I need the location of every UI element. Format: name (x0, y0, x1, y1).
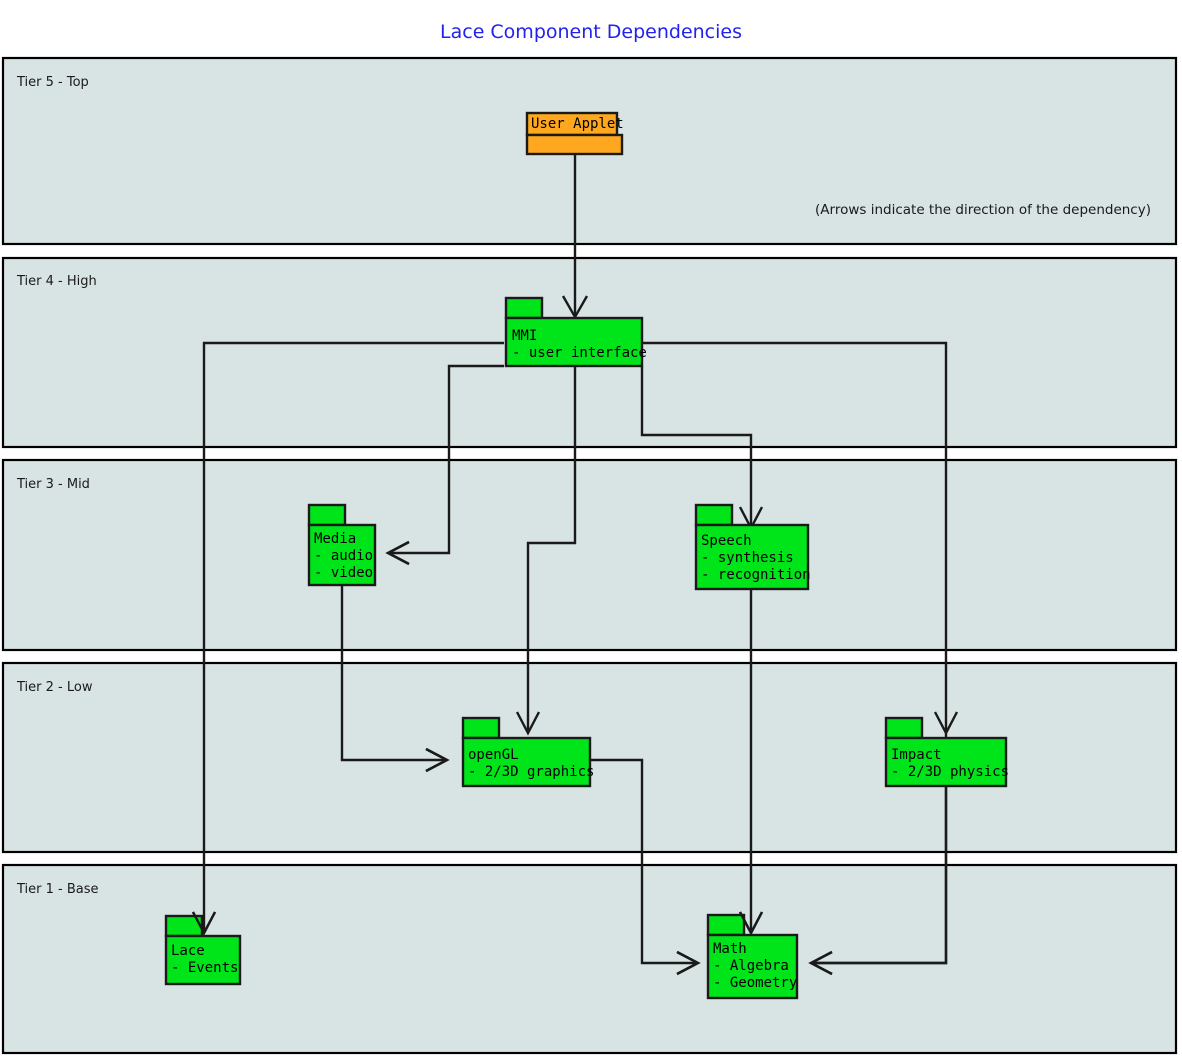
connector-mmi-to-opengl (515, 366, 577, 736)
tier-label-tier3: Tier 3 - Mid (16, 477, 90, 492)
package-name-math: Math (713, 941, 747, 957)
package-detail-math-1: - Geometry (713, 975, 797, 991)
package-name-mmi: MMI (512, 328, 537, 344)
arrowheads-overlay (191, 540, 833, 976)
package-detail-speech-1: - recognition (701, 567, 811, 583)
tier-label-tier1: Tier 1 - Base (16, 882, 99, 897)
package-detail-lace-0: - Events (171, 960, 238, 976)
package-detail-math-0: - Algebra (713, 958, 789, 974)
package-mmi[interactable]: MMI - user interface (504, 296, 647, 368)
package-name-impact: Impact (891, 747, 942, 763)
package-speech[interactable]: Speech - synthesis - recognition (694, 503, 811, 591)
package-detail-speech-0: - synthesis (701, 550, 794, 566)
package-math[interactable]: Math - Algebra - Geometry (706, 913, 799, 1000)
package-media[interactable]: Media - audio - video (307, 503, 377, 587)
package-name-opengl: openGL (468, 747, 519, 763)
package-detail-media-0: - audio (314, 548, 373, 564)
package-detail-impact-0: - 2/3D physics (891, 764, 1009, 780)
arrow-direction-note: (Arrows indicate the direction of the de… (815, 202, 1151, 218)
package-impact[interactable]: Impact - 2/3D physics (884, 716, 1009, 788)
tier-label-tier4: Tier 4 - High (16, 274, 97, 289)
package-detail-opengl-0: - 2/3D graphics (468, 764, 594, 780)
page-title: Lace Component Dependencies (440, 21, 742, 43)
package-user-applet[interactable]: User Applet (525, 111, 624, 156)
package-opengl[interactable]: openGL - 2/3D graphics (461, 716, 594, 788)
connector-impact-to-math (812, 786, 948, 965)
tier-label-tier5: Tier 5 - Top (16, 75, 89, 90)
package-name-speech: Speech (701, 533, 752, 549)
package-name-user-applet: User Applet (531, 116, 624, 132)
connector-mmi-to-impact (933, 711, 959, 736)
package-detail-mmi-0: - user interface (512, 345, 647, 361)
tier-label-tier2: Tier 2 - Low (16, 680, 93, 695)
tier-band-tier3: Tier 3 - Mid (1, 458, 1178, 652)
package-name-lace: Lace (171, 943, 205, 959)
package-lace[interactable]: Lace - Events (164, 914, 242, 986)
package-name-media: Media (314, 531, 356, 547)
package-detail-media-1: - video (314, 565, 373, 581)
